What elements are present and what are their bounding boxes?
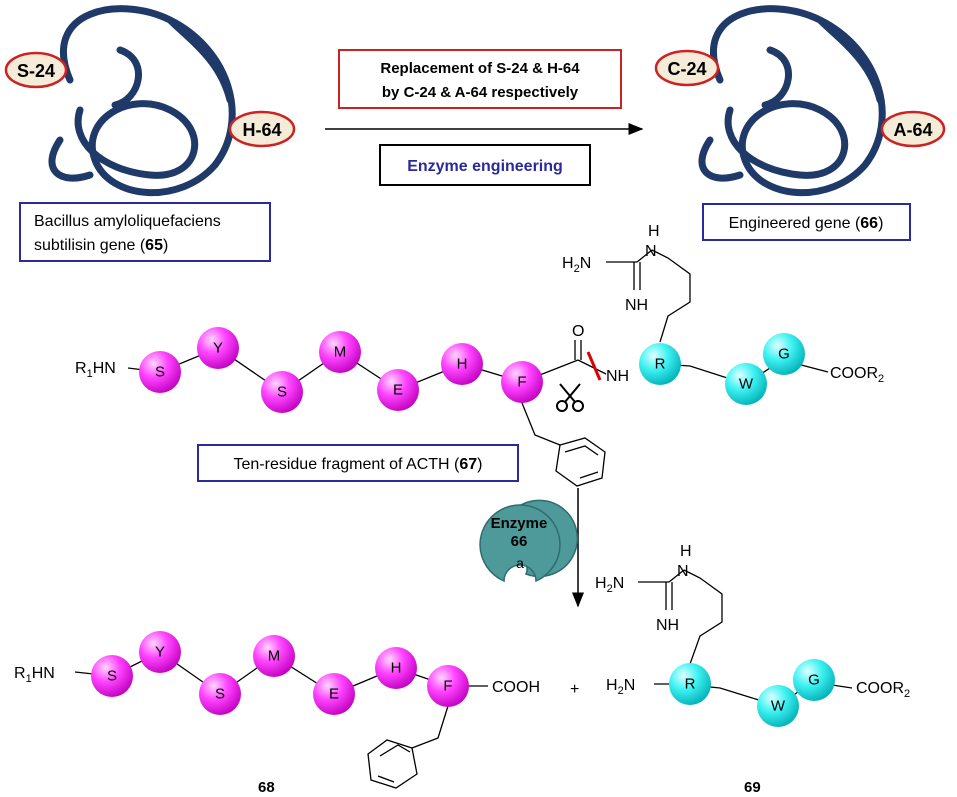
c24-label: C-24	[667, 59, 706, 79]
pep67-residue-6-sphere	[441, 343, 483, 385]
pep67-residue-5-letter: E	[393, 382, 403, 399]
peptide-67-residues: S Y S M E H F R W G	[139, 327, 805, 413]
p69-residue-1-letter: R	[685, 676, 696, 693]
p69-residue-2-letter: W	[771, 698, 786, 715]
p68-residue-1-letter: S	[107, 668, 117, 685]
product-69-label: 69	[744, 779, 761, 796]
product-69-top-n: N	[677, 563, 689, 580]
arg-guanidine-nh: NH	[625, 297, 648, 314]
p68-residue-5-sphere	[313, 673, 355, 715]
p68-residue-6-sphere	[375, 647, 417, 689]
p68-residue-7-letter: F	[443, 678, 452, 695]
replacement-text-box	[338, 49, 622, 109]
p69-residue-2-sphere	[757, 685, 799, 727]
pep67-residue-2-letter: Y	[213, 340, 223, 357]
pep67-residue-7-sphere	[501, 361, 543, 403]
p68-residue-2-letter: Y	[155, 644, 165, 661]
plus-sign: +	[570, 681, 579, 698]
pep67-residue-10-letter: G	[778, 346, 790, 363]
p69-residue-3-letter: G	[808, 672, 820, 689]
acth-caption-box	[197, 444, 519, 482]
pep67-residue-8-sphere	[639, 343, 681, 385]
engineered-gene-caption-box	[702, 203, 911, 241]
enzyme-number: 66	[511, 533, 528, 550]
product-69-c-term: COOR2	[856, 680, 910, 700]
pep67-residue-4-sphere	[319, 331, 361, 373]
p68-residue-1-sphere	[91, 655, 133, 697]
replacement-text-line1: Replacement of S-24 & H-64	[380, 60, 580, 77]
engineered-gene-caption: Engineered gene (66)	[729, 215, 884, 232]
product-69-residues: R W G	[669, 659, 835, 727]
pep67-residue-10-sphere	[763, 333, 805, 375]
pep67-residue-3-sphere	[261, 371, 303, 413]
amide-nh: NH	[606, 368, 629, 385]
p68-residue-3-letter: S	[215, 686, 225, 703]
p68-residue-3-sphere	[199, 673, 241, 715]
pep67-residue-5-sphere	[377, 369, 419, 411]
enzyme-label: Enzyme	[491, 515, 548, 532]
wild-gene-caption-line1: Bacillus amyloliquefaciens	[34, 213, 221, 230]
p68-residue-6-letter: H	[391, 660, 402, 677]
p68-residue-2-sphere	[139, 631, 181, 673]
pep67-residue-4-letter: M	[334, 344, 347, 361]
peptide-67-c-term: COOR2	[830, 365, 884, 385]
wild-type-gene-coil	[48, 5, 236, 197]
h64-label: H-64	[242, 120, 281, 140]
p68-residue-4-sphere	[253, 635, 295, 677]
replacement-text-line2: by C-24 & A-64 respectively	[382, 84, 579, 101]
wild-gene-caption-box	[19, 202, 271, 262]
s24-label-ellipse	[4, 51, 68, 89]
arg-guanidine-top-h: H	[648, 223, 660, 240]
arg-guanidine-top-n: N	[645, 243, 657, 260]
enzyme-engineering-label: Enzyme engineering	[407, 158, 563, 175]
acth-caption: Ten-residue fragment of ACTH (67)	[234, 456, 483, 473]
s24-label: S-24	[17, 61, 55, 81]
product-68-label: 68	[258, 779, 275, 796]
pep67-residue-1-letter: S	[155, 364, 165, 381]
pep67-residue-3-letter: S	[277, 384, 287, 401]
p68-residue-4-letter: M	[268, 648, 281, 665]
p68-residue-5-letter: E	[329, 686, 339, 703]
a64-label: A-64	[893, 120, 932, 140]
pep67-residue-8-letter: R	[655, 356, 666, 373]
product-69-nh: NH	[656, 617, 679, 634]
p68-residue-7-sphere	[427, 665, 469, 707]
product-69-top-h: H	[680, 543, 692, 560]
wild-gene-caption-line2: subtilisin gene (65)	[34, 237, 168, 254]
pep67-residue-1-sphere	[139, 351, 181, 393]
enzyme-engineering-box	[379, 144, 591, 186]
pep67-residue-6-letter: H	[457, 356, 468, 373]
scissors-icon	[556, 383, 584, 412]
product-69-h2n: H2N	[595, 575, 624, 595]
c24-label-ellipse	[654, 49, 720, 87]
engineered-gene-coil	[698, 5, 886, 197]
pep67-residue-9-letter: W	[739, 376, 754, 393]
carbonyl-o: O	[572, 323, 584, 340]
enzyme-step-label: a	[516, 555, 524, 571]
product-68-c-term: COOH	[492, 679, 540, 696]
product-69-n-term: H2N	[606, 677, 635, 697]
p69-residue-3-sphere	[793, 659, 835, 701]
pep67-residue-9-sphere	[725, 363, 767, 405]
peptide-67-n-term: R1HN	[75, 360, 116, 380]
pep67-residue-2-sphere	[197, 327, 239, 369]
a64-label-ellipse	[880, 110, 946, 148]
product-68-n-term: R1HN	[14, 665, 55, 685]
pep67-residue-7-letter: F	[517, 374, 526, 391]
p69-residue-1-sphere	[669, 663, 711, 705]
product-68-residues: S Y S M E H F	[91, 631, 469, 715]
arg-guanidine-h2n: H2N	[562, 255, 591, 275]
h64-label-ellipse	[228, 110, 296, 148]
